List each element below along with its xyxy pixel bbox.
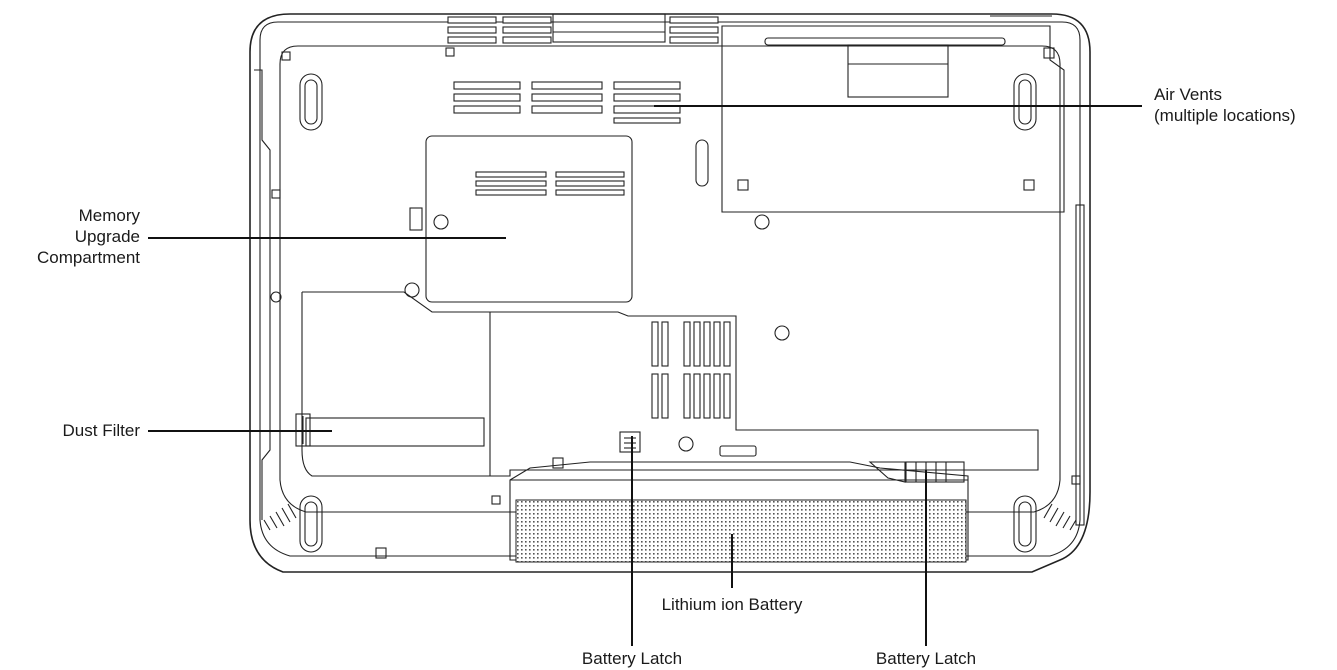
lower-vents bbox=[651, 321, 731, 419]
leader-lines bbox=[148, 105, 1142, 646]
memory-label-line2: Upgrade bbox=[74, 227, 140, 246]
rubber-feet bbox=[299, 73, 1037, 553]
lower-cover bbox=[301, 291, 1039, 477]
battery-latch-left bbox=[619, 431, 641, 453]
air-vents bbox=[453, 81, 681, 124]
drive-bay bbox=[721, 25, 1065, 213]
memory-label-line1: Memory bbox=[78, 206, 140, 225]
top-grille bbox=[447, 16, 719, 44]
battery-label: Lithium ion Battery bbox=[661, 595, 803, 614]
speaker-grilles bbox=[263, 503, 1077, 531]
dust-filter-label: Dust Filter bbox=[62, 421, 140, 440]
screws bbox=[270, 47, 1081, 559]
laptop-chassis bbox=[249, 13, 1091, 573]
air-vents-label-line2: (multiple locations) bbox=[1154, 106, 1296, 125]
battery-latch-right bbox=[868, 461, 965, 483]
memory-label: Memory Upgrade Compartment bbox=[0, 205, 140, 268]
memory-compartment bbox=[409, 135, 633, 303]
latch-left-label: Battery Latch bbox=[581, 649, 683, 668]
air-vents-label-line1: Air Vents bbox=[1154, 85, 1223, 104]
lithium-ion-battery bbox=[509, 461, 969, 563]
memory-label-line3: Compartment bbox=[37, 248, 140, 267]
air-vents-label: Air Vents (multiple locations) bbox=[1154, 84, 1296, 126]
latch-right-label: Battery Latch bbox=[875, 649, 977, 668]
